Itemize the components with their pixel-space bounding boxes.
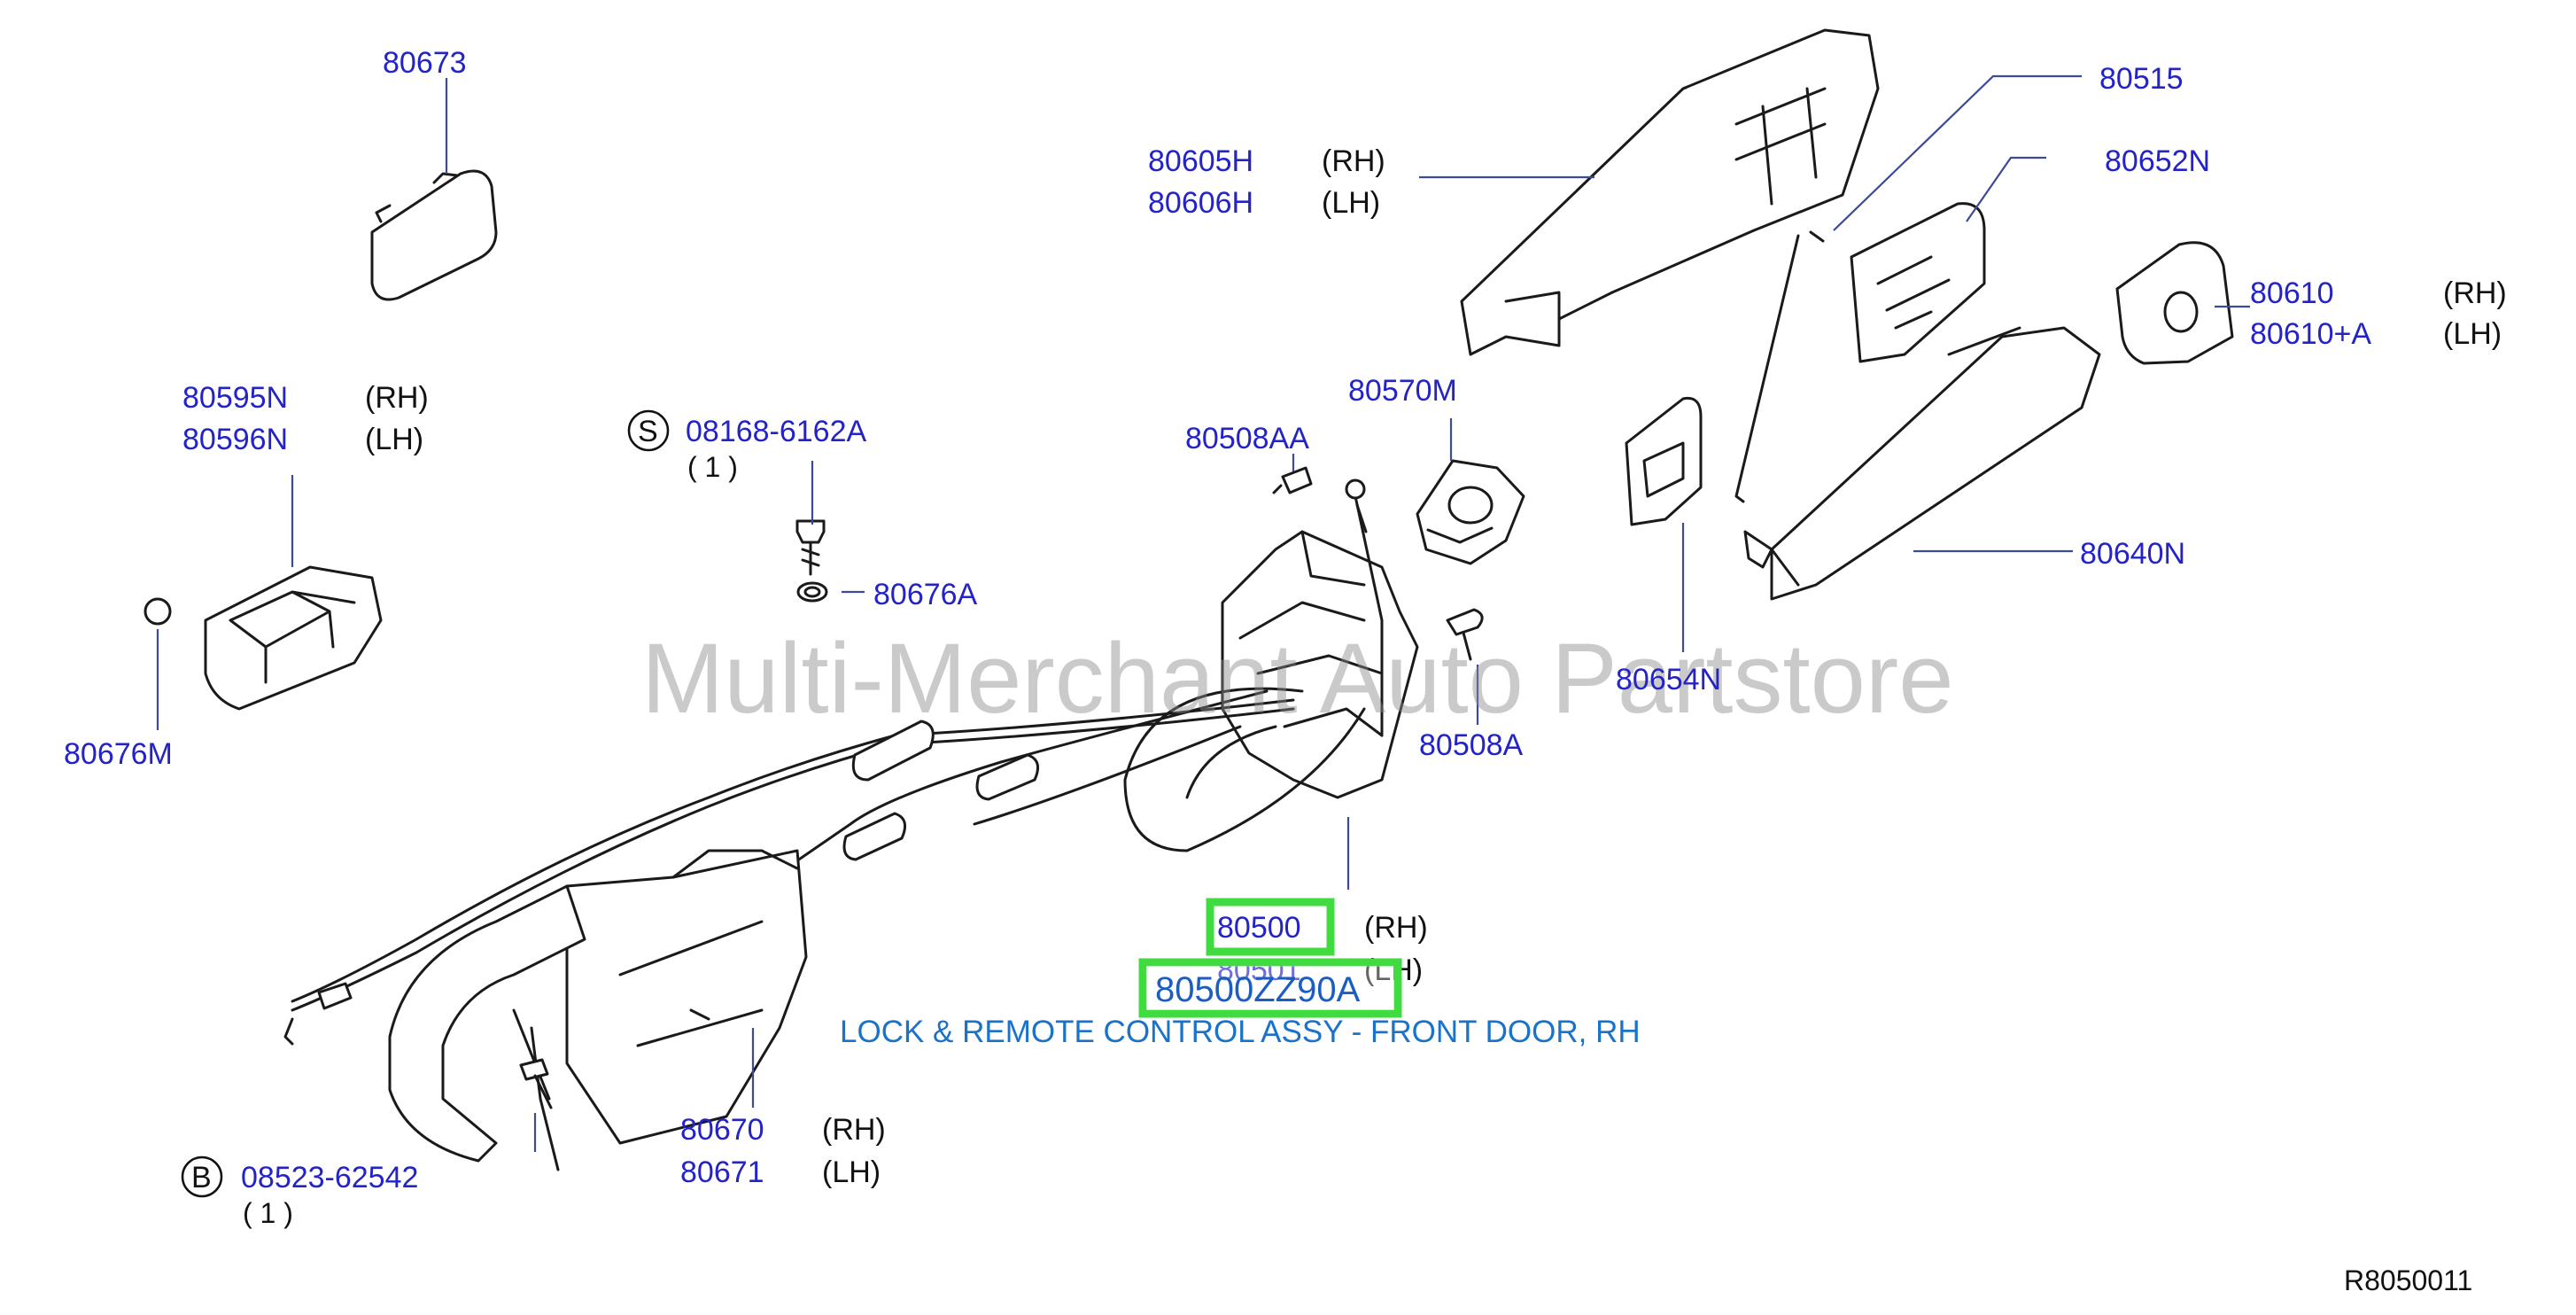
bezel-80652N-drawing bbox=[1850, 202, 1986, 363]
highlight-box-80500 bbox=[1206, 898, 1335, 956]
bracket-80570M-drawing bbox=[1416, 459, 1525, 565]
part-link-80606H[interactable]: 80606H bbox=[1148, 186, 1253, 220]
watermark: Multi-Merchant Auto Partstore bbox=[641, 623, 1953, 734]
part-link-80596N[interactable]: 80596N bbox=[182, 423, 288, 456]
part-link-80676A[interactable]: 80676A bbox=[873, 578, 978, 611]
inside-handle-80595N-drawing bbox=[144, 565, 383, 711]
fastener-mark-s bbox=[627, 409, 670, 452]
outside-handle-80640N-drawing bbox=[1743, 326, 2101, 601]
highlight-box-fill bbox=[1146, 966, 1394, 1010]
escutcheon-80610-drawing bbox=[2115, 241, 2234, 365]
side-label-lh: (LH) bbox=[1322, 186, 1380, 220]
part-link-80515[interactable]: 80515 bbox=[2099, 62, 2184, 96]
screw-80508A-drawing bbox=[1446, 608, 1484, 661]
part-link-08523-62542[interactable]: 08523-62542 bbox=[241, 1161, 418, 1194]
handle-frame-80605H-drawing bbox=[1460, 28, 1880, 356]
side-label-rh: (RH) bbox=[822, 1113, 886, 1147]
highlight-box-selected bbox=[1138, 958, 1402, 1018]
line-art bbox=[144, 28, 2234, 1171]
side-label-rh: (RH) bbox=[365, 381, 429, 415]
lock-assembly-80500-drawing bbox=[1123, 479, 1419, 852]
part-link-80652N[interactable]: 80652N bbox=[2105, 144, 2210, 178]
inside-handle-80670-drawing bbox=[388, 849, 808, 1171]
fastener-mark-b bbox=[181, 1155, 223, 1198]
part-link-80500[interactable]: 80500 bbox=[1217, 911, 1301, 945]
quantity-label: ( 1 ) bbox=[687, 451, 738, 483]
part-link-80508A[interactable]: 80508A bbox=[1419, 728, 1524, 762]
part-description: LOCK & REMOTE CONTROL ASSY - FRONT DOOR,… bbox=[840, 1015, 1641, 1049]
bolt-08523-drawing bbox=[519, 1058, 553, 1109]
part-link-80676M[interactable]: 80676M bbox=[64, 737, 173, 771]
part-link-80508AA[interactable]: 80508AA bbox=[1185, 422, 1309, 455]
part-link-80610[interactable]: 80610 bbox=[2250, 276, 2334, 310]
fastener-mark-s-letter: S bbox=[638, 415, 658, 448]
cap-80673-drawing bbox=[370, 169, 498, 301]
part-labels: 80673 80605H (RH) 80606H (LH) 80515 8065… bbox=[64, 46, 2507, 1229]
side-label-rh: (RH) bbox=[2443, 276, 2507, 310]
selected-part-number[interactable]: 80500ZZ90A bbox=[1155, 970, 1361, 1009]
gasket-80654N-drawing bbox=[1625, 396, 1703, 526]
bolt-08168-drawing bbox=[795, 519, 828, 603]
drawing-code: R8050011 bbox=[2344, 1264, 2472, 1296]
part-link-80570M[interactable]: 80570M bbox=[1348, 374, 1457, 408]
fastener-mark-b-letter: B bbox=[191, 1161, 212, 1194]
part-link-80670[interactable]: 80670 bbox=[680, 1113, 764, 1147]
rod-80515-drawing bbox=[1734, 230, 1825, 503]
part-link-80671[interactable]: 80671 bbox=[680, 1155, 764, 1189]
quantity-label: ( 1 ) bbox=[243, 1197, 293, 1229]
side-label-lh: (LH) bbox=[2443, 317, 2502, 351]
part-link-80654N[interactable]: 80654N bbox=[1616, 663, 1721, 696]
part-link-80673[interactable]: 80673 bbox=[383, 46, 467, 80]
part-link-80595N[interactable]: 80595N bbox=[182, 381, 288, 415]
part-link-80610-a[interactable]: 80610+A bbox=[2250, 317, 2371, 351]
cables-drawing bbox=[283, 689, 1295, 1046]
part-link-80640N[interactable]: 80640N bbox=[2080, 537, 2185, 571]
side-label-lh: (LH) bbox=[365, 423, 423, 456]
side-label-rh: (RH) bbox=[1322, 144, 1385, 178]
selected-part-highlight: 80500ZZ90A bbox=[1138, 898, 1402, 1018]
part-link-08168-6162A[interactable]: 08168-6162A bbox=[686, 415, 867, 448]
part-link-80605H[interactable]: 80605H bbox=[1148, 144, 1253, 178]
side-label-lh: (LH) bbox=[822, 1155, 881, 1189]
side-label-rh: (RH) bbox=[1364, 911, 1428, 945]
leader-lines bbox=[156, 74, 2250, 1152]
screw-80508AA-drawing bbox=[1272, 466, 1313, 494]
